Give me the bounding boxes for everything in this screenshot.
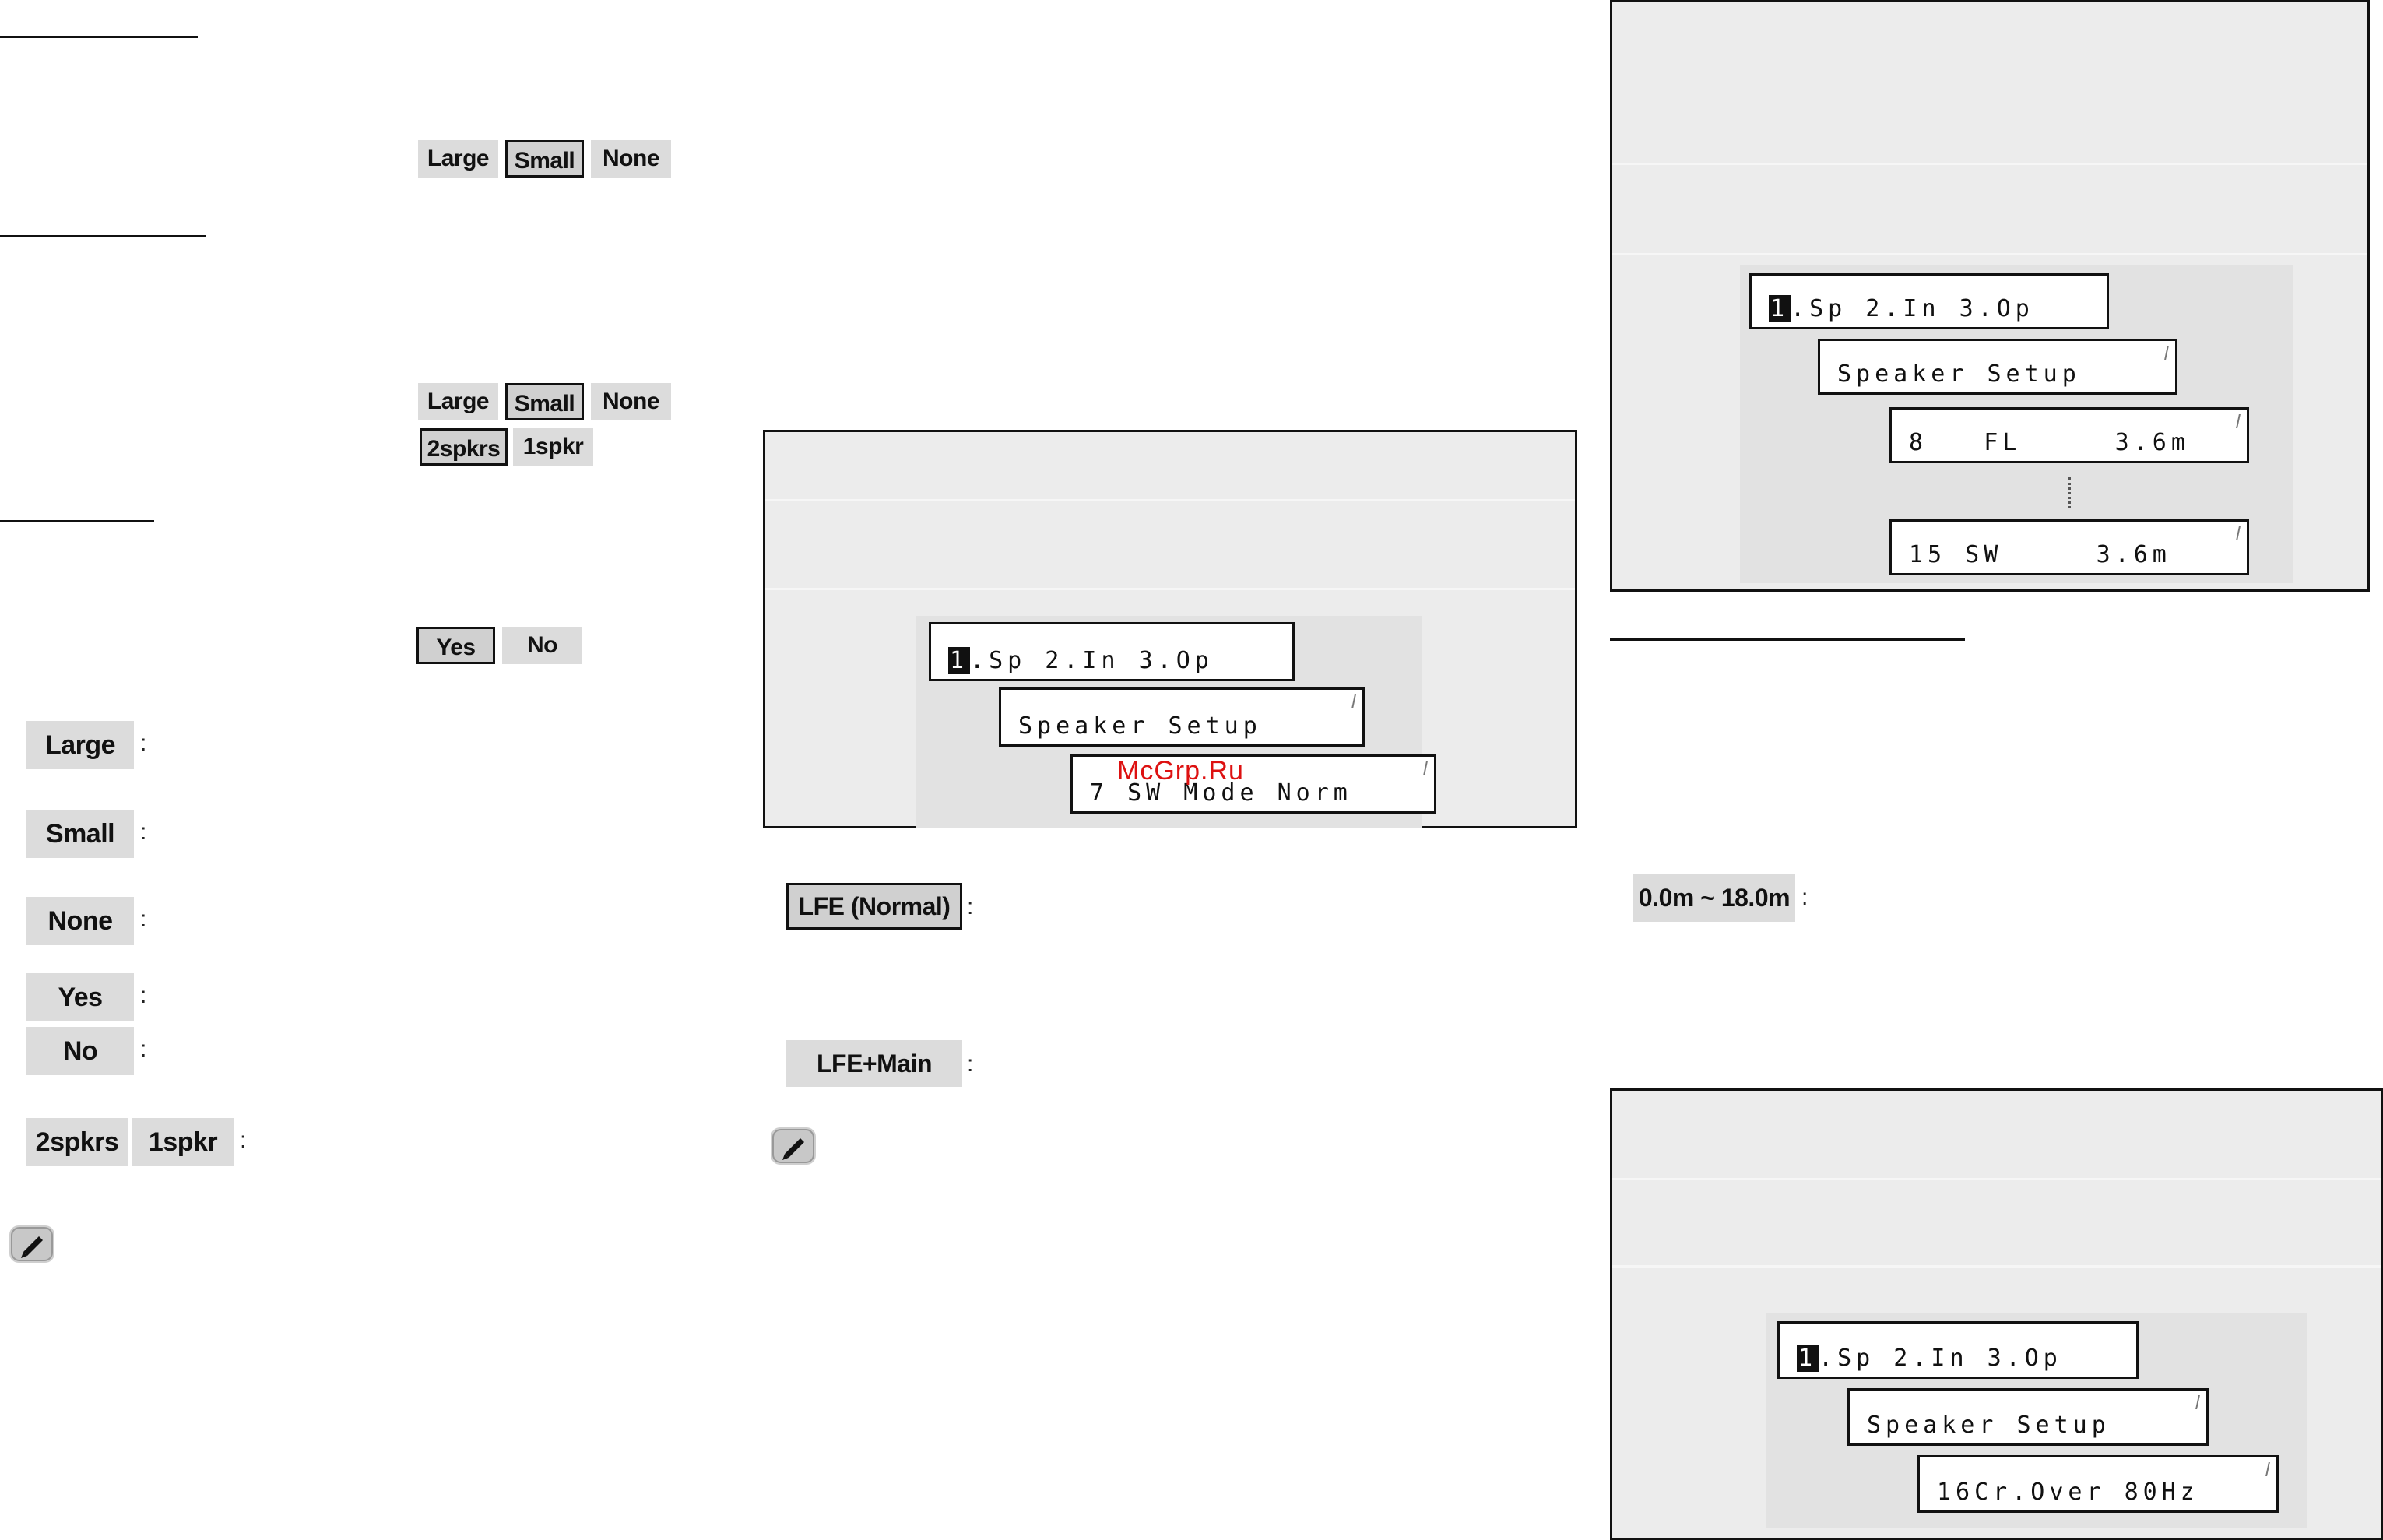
option-separator: : — [967, 894, 974, 919]
option-1spkr: 1spkr — [513, 428, 593, 466]
legend-no: No — [26, 1027, 134, 1075]
legend-separator: : — [140, 983, 147, 1008]
legend-none: None — [26, 897, 134, 945]
lcd-line-sw-distance: 15 SW 3.6m — [1889, 519, 2249, 575]
lcd-line-speaker-setup: Speaker Setup — [999, 687, 1365, 747]
display-panel-sw-mode: 1.Sp 2.In 3.Op Speaker Setup 7 SW Mode N… — [763, 430, 1577, 828]
legend-separator: : — [140, 819, 147, 845]
legend-separator: : — [240, 1127, 247, 1153]
option-2spkrs-selected: 2spkrs — [420, 428, 508, 466]
watermark-text: McGrp.Ru — [1117, 756, 1244, 786]
option-separator: : — [967, 1051, 974, 1077]
option-large: Large — [418, 383, 498, 420]
display-panel-crossover: 1.Sp 2.In 3.Op Speaker Setup 16Cr.Over 8… — [1610, 1088, 2383, 1540]
option-no: No — [502, 627, 582, 664]
legend-separator: : — [140, 1036, 147, 1062]
display-panel-distance: 1.Sp 2.In 3.Op Speaker Setup 8 FL 3.6m 1… — [1610, 0, 2370, 592]
legend-small: Small — [26, 810, 134, 858]
section-heading-underline-3 — [0, 520, 154, 522]
lcd-line-crossover: 16Cr.Over 80Hz — [1917, 1455, 2279, 1513]
lcd-line-sw-mode: 7 SW Mode Norm — [1070, 754, 1436, 814]
section-heading-underline-1 — [0, 36, 198, 38]
option-small-selected: Small — [505, 140, 584, 178]
legend-2spkrs: 2spkrs — [26, 1118, 128, 1166]
legend-1spkr: 1spkr — [132, 1118, 234, 1166]
legend-separator: : — [140, 730, 147, 756]
option-large: Large — [418, 140, 498, 178]
lcd-line-speaker-setup: Speaker Setup — [1818, 339, 2177, 395]
option-yes-selected: Yes — [416, 627, 495, 664]
distance-range-label: 0.0m ~ 18.0m — [1633, 874, 1795, 922]
section-heading-underline-2 — [0, 235, 206, 237]
lcd-line-speaker-setup: Speaker Setup — [1847, 1388, 2209, 1446]
lcd-line-menu: 1.Sp 2.In 3.Op — [929, 622, 1295, 681]
lcd-line-menu: 1.Sp 2.In 3.Op — [1749, 273, 2109, 329]
legend-separator: : — [140, 906, 147, 932]
option-lfe-main: LFE+Main — [786, 1040, 962, 1087]
section-heading-underline-4 — [1610, 638, 1965, 641]
lcd-line-fl-distance: 8 FL 3.6m — [1889, 407, 2249, 463]
pencil-icon — [771, 1127, 816, 1165]
option-lfe-normal-selected: LFE (Normal) — [786, 883, 962, 930]
lcd-line-menu: 1.Sp 2.In 3.Op — [1777, 1321, 2139, 1379]
option-small-selected: Small — [505, 383, 584, 420]
legend-yes: Yes — [26, 973, 134, 1021]
legend-large: Large — [26, 721, 134, 769]
pencil-icon — [9, 1225, 54, 1263]
range-separator: : — [1801, 884, 1808, 910]
option-none: None — [591, 383, 671, 420]
option-none: None — [591, 140, 671, 178]
continuation-dots — [2068, 477, 2071, 508]
